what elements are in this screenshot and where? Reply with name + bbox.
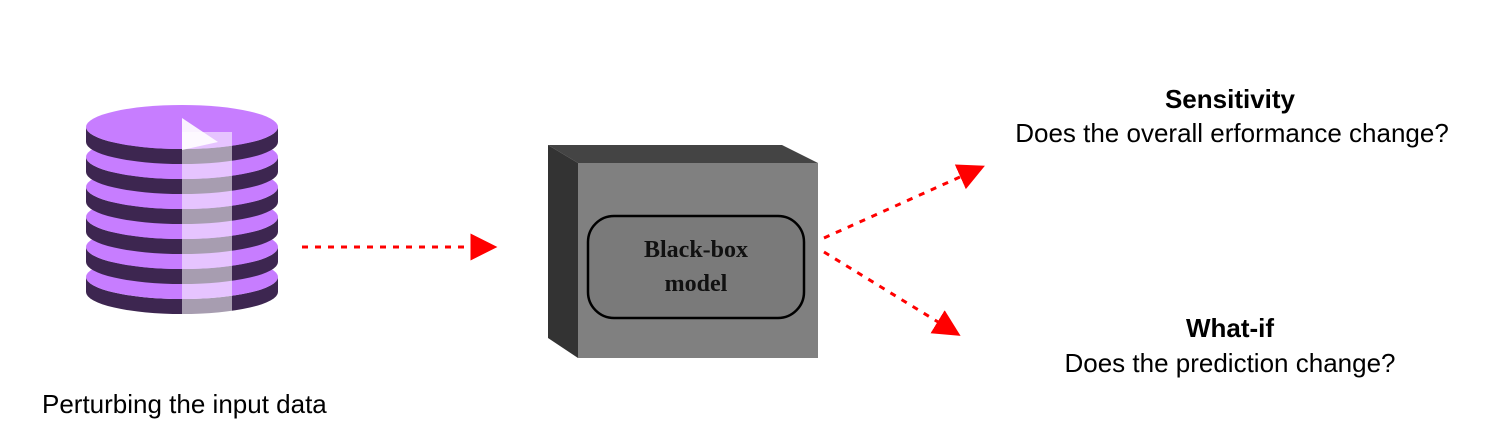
arrow-model-to-sensitivity bbox=[823, 164, 985, 240]
model-label-frame bbox=[586, 214, 806, 320]
box-top-face bbox=[548, 145, 818, 163]
sensitivity-title: Sensitivity bbox=[1164, 84, 1296, 114]
box-side-face bbox=[548, 145, 578, 358]
highlight-wedge bbox=[182, 118, 218, 150]
whatif-title: What-if bbox=[1185, 313, 1275, 343]
arrow-model-to-whatif bbox=[823, 250, 961, 336]
database-icon bbox=[86, 105, 278, 330]
highlight-strip bbox=[182, 132, 232, 330]
sensitivity-question: Does the overall erformance change? bbox=[1015, 118, 1449, 148]
black-box-model bbox=[548, 145, 818, 358]
whatif-question: Does the prediction change? bbox=[1064, 348, 1396, 378]
model-label-line2: model bbox=[664, 271, 728, 297]
model-label: Black-box model bbox=[588, 216, 804, 318]
input-caption: Perturbing the input data bbox=[42, 389, 327, 419]
model-label-line1: Black-box bbox=[643, 237, 748, 263]
